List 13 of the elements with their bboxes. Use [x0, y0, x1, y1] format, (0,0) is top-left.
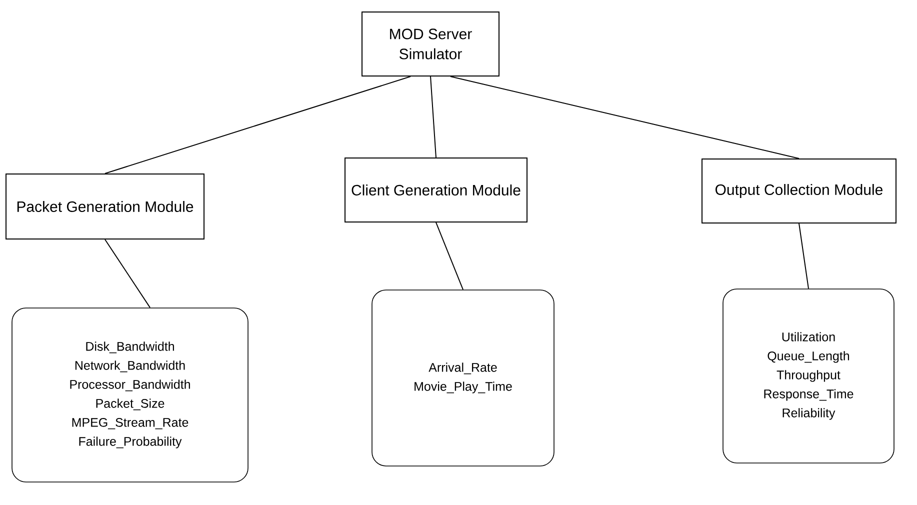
- parameter-box: Arrival_Rate Movie_Play_Time: [372, 290, 554, 466]
- module-box: Output Collection Module: [702, 158, 896, 224]
- connector-line: [436, 222, 464, 290]
- connector-line: [104, 76, 411, 174]
- module-box: Packet Generation Module: [6, 174, 205, 240]
- parameter-box: Disk_Bandwidth Network_Bandwidth Processor_Bandwidth Packet_Size MPEG_Stream_Rate Failure_Probability: [12, 308, 248, 482]
- parameter-box: Utilization Queue_Length Throughput Response_Time Reliability: [722, 288, 894, 464]
- connector-line: [430, 76, 436, 158]
- connector-line: [450, 76, 800, 159]
- module-box: MOD Server Simulator: [362, 12, 500, 76]
- connector-line: [798, 222, 809, 290]
- connector-line: [104, 238, 150, 308]
- module-box: Client Generation Module: [344, 158, 528, 222]
